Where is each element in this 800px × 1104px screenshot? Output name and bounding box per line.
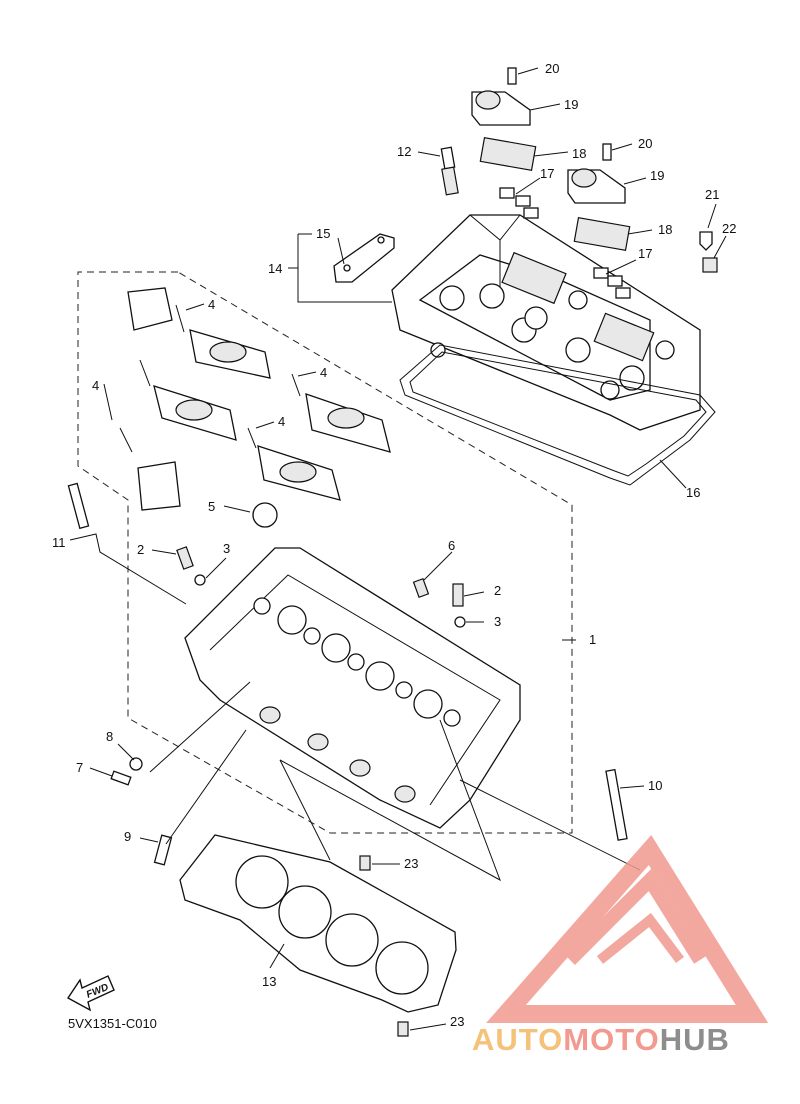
- callout-18a: 18: [572, 146, 586, 161]
- callout-20a: 20: [545, 61, 559, 76]
- callout-3b: 3: [494, 614, 501, 629]
- callout-1: 1: [589, 632, 596, 647]
- cap-bolt-3: [119, 427, 133, 453]
- watermark-logo-icon: [486, 834, 769, 1023]
- ignition-coil-1: [471, 90, 531, 126]
- callout-13: 13: [262, 974, 276, 989]
- dowel-23a: [359, 855, 371, 871]
- head-cover-gasket-inner: [409, 351, 707, 477]
- coil-clips-1: [499, 187, 539, 219]
- head-gasket: [179, 834, 457, 1013]
- coil-plate-1: [479, 136, 537, 172]
- head-bolt-11: [67, 482, 90, 530]
- watermark-brand: AUTOMOTOHUB: [472, 1022, 730, 1058]
- assembly-boundary: [77, 271, 573, 834]
- head-cover-gasket: [399, 344, 716, 486]
- callout-20b: 20: [638, 136, 652, 151]
- head-bolt-10: [605, 768, 628, 841]
- watermark-moto: MOTO: [563, 1022, 660, 1057]
- callout-8: 8: [106, 729, 113, 744]
- watermark-auto: AUTO: [472, 1022, 564, 1057]
- camshaft-caps: [127, 287, 391, 511]
- callout-2b: 2: [494, 583, 501, 598]
- callout-19a: 19: [564, 97, 578, 112]
- callout-15: 15: [316, 226, 330, 241]
- cap-bolt-4: [291, 373, 301, 397]
- callout-4d: 4: [278, 414, 285, 429]
- callout-11: 11: [52, 535, 66, 550]
- cap-bolt-1: [175, 304, 185, 333]
- callout-12: 12: [397, 144, 411, 159]
- washer-8: [129, 757, 143, 771]
- callout-14: 14: [268, 261, 282, 276]
- o-ring-3b: [454, 616, 466, 628]
- plug-5: [252, 502, 278, 528]
- dowel-2b: [452, 583, 464, 607]
- callout-18b: 18: [658, 222, 672, 237]
- callout-23a: 23: [404, 856, 418, 871]
- cap-bolt-5: [247, 427, 257, 449]
- dowel-23b: [397, 1021, 409, 1037]
- callout-23b: 23: [450, 1014, 464, 1029]
- callout-19b: 19: [650, 168, 664, 183]
- coil-plate-2: [573, 216, 631, 252]
- callout-5: 5: [208, 499, 215, 514]
- grommet-22: [702, 257, 718, 273]
- callout-4b: 4: [92, 378, 99, 393]
- bolt-7: [110, 770, 132, 786]
- callout-16: 16: [686, 485, 700, 500]
- o-ring-3a: [194, 574, 206, 586]
- callout-17a: 17: [540, 166, 554, 181]
- bolt-21: [699, 231, 713, 251]
- callout-6: 6: [448, 538, 455, 553]
- diagram-code: 5VX1351-C010: [68, 1016, 157, 1031]
- spark-plug: [440, 146, 459, 196]
- callout-9: 9: [124, 829, 131, 844]
- callout-10: 10: [648, 778, 662, 793]
- dowel-2a: [176, 546, 194, 570]
- callout-2a: 2: [137, 542, 144, 557]
- bolt-20b: [602, 143, 612, 161]
- cap-bolt-2: [139, 359, 151, 387]
- ignition-coil-2: [567, 168, 626, 204]
- callout-22: 22: [722, 221, 736, 236]
- bolt-20a: [507, 67, 517, 85]
- leader-lines: [69, 67, 727, 1031]
- callout-17b: 17: [638, 246, 652, 261]
- callout-4c: 4: [320, 365, 327, 380]
- callout-4a: 4: [208, 297, 215, 312]
- cylinder-head: [184, 547, 521, 829]
- callout-7: 7: [76, 760, 83, 775]
- callout-21: 21: [705, 187, 719, 202]
- callout-3a: 3: [223, 541, 230, 556]
- watermark-hub: HUB: [659, 1022, 730, 1057]
- cylinder-head-cover: [391, 214, 701, 431]
- forward-arrow-icon: FWD: [66, 975, 115, 1012]
- fitting-6: [412, 578, 430, 598]
